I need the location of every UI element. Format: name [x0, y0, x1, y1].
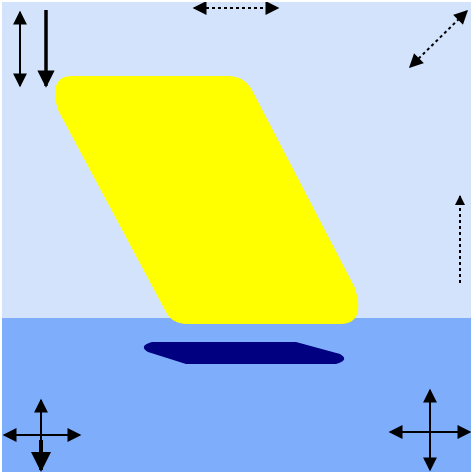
- four-way-arrow-icon: [388, 388, 472, 472]
- four-way-arrow-icon: [2, 398, 82, 472]
- floor-background: [2, 318, 471, 472]
- shadow-shape: [143, 342, 345, 364]
- yellow-parallelogram: [55, 76, 359, 324]
- dotted-diagonal-arrow-icon: [409, 10, 468, 68]
